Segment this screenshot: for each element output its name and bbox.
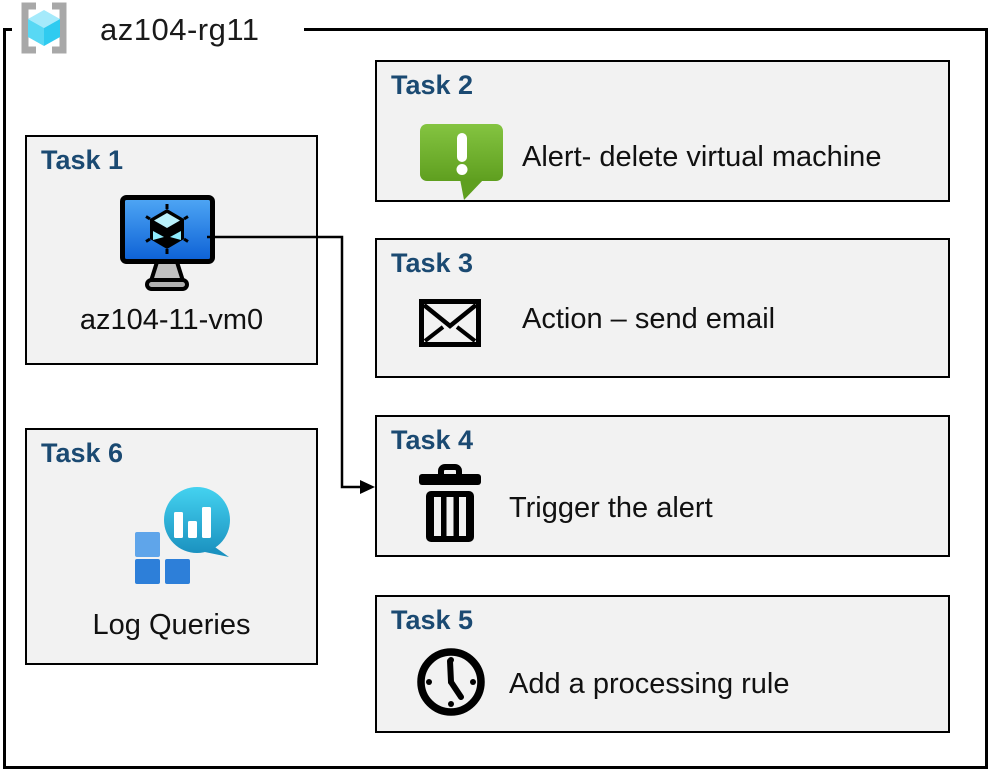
- log-queries-icon: [135, 487, 230, 584]
- resource-group-border: [3, 28, 988, 769]
- task2-label: Alert- delete virtual machine: [522, 141, 882, 173]
- task5-header: Task 5: [391, 605, 474, 635]
- task1-label: az104-11-vm0: [79, 304, 264, 336]
- task4-box: Task 4 Trigger the alert: [375, 415, 950, 557]
- alert-icon: [420, 124, 503, 200]
- resource-group-title: az104-rg11: [100, 12, 260, 47]
- task4-label: Trigger the alert: [509, 492, 713, 524]
- virtual-machine-icon: [120, 195, 215, 291]
- task1-header: Task 1: [41, 145, 124, 175]
- resource-group-icon: [21, 2, 67, 54]
- task1-box: Task 1 az104-11-vm0: [25, 135, 318, 365]
- email-icon: [419, 299, 481, 347]
- task3-box: Task 3 Action – send email: [375, 238, 950, 378]
- group-title-mask: [12, 24, 304, 36]
- task4-header: Task 4: [391, 425, 474, 455]
- task6-header: Task 6: [41, 438, 124, 468]
- trash-icon: [419, 464, 481, 542]
- task2-header: Task 2: [391, 70, 474, 100]
- task3-header: Task 3: [391, 248, 474, 278]
- task6-box: Task 6 Log Queries: [25, 428, 318, 665]
- task5-box: Task 5 Add a processing rule: [375, 595, 950, 733]
- clock-icon: [417, 648, 485, 716]
- task6-label: Log Queries: [92, 609, 251, 641]
- task5-label: Add a processing rule: [509, 668, 790, 700]
- task3-label: Action – send email: [522, 303, 776, 335]
- task2-box: Task 2 Alert- delete virtual machine: [375, 60, 950, 202]
